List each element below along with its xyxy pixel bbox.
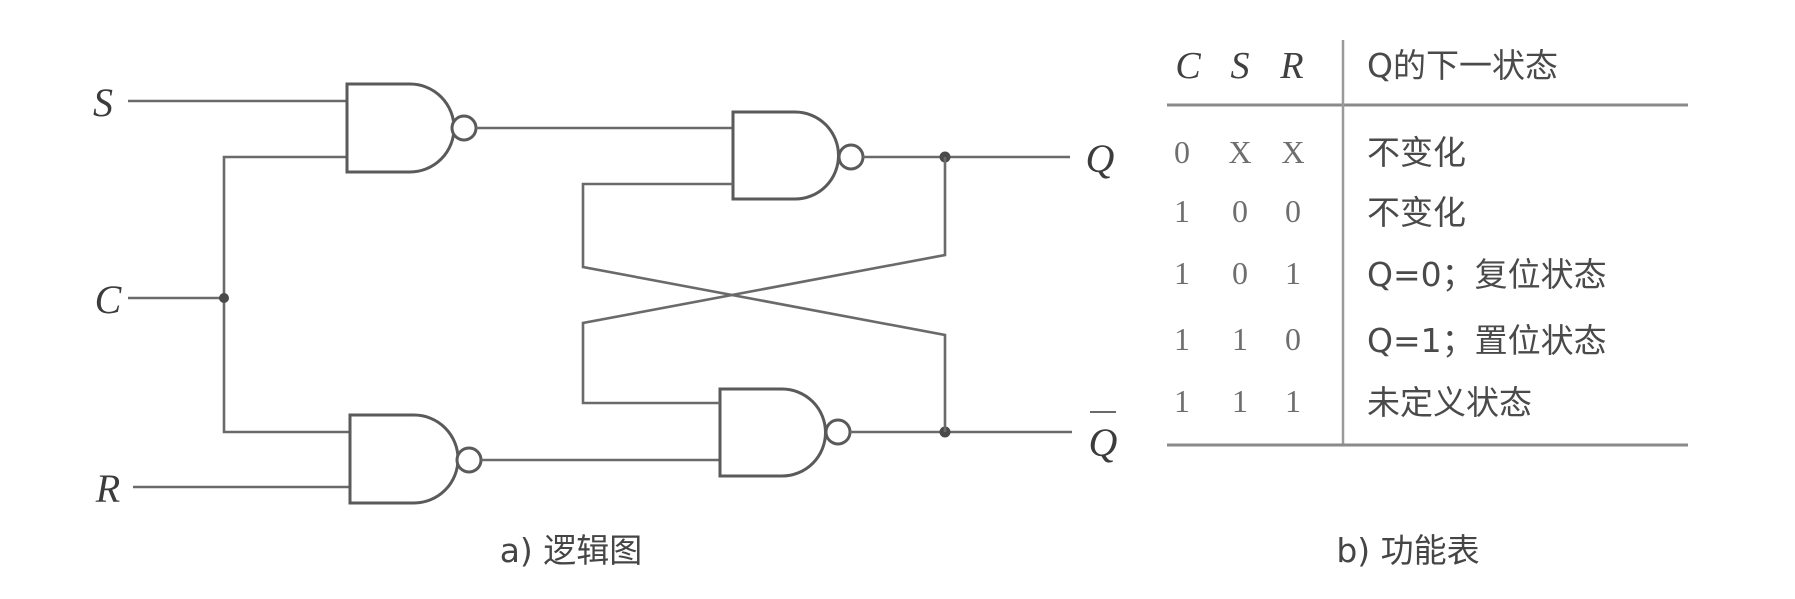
cell-c: 1 bbox=[1174, 321, 1190, 357]
inverter-bubble-icon bbox=[450, 114, 478, 142]
nand-gate-q-bar bbox=[718, 387, 852, 478]
input-label-s: S bbox=[93, 80, 113, 125]
table-row: 0 X X 不变化 bbox=[1174, 133, 1466, 172]
inverter-bubble-icon bbox=[837, 143, 865, 171]
wire-c-distribution bbox=[222, 155, 350, 434]
input-label-c: C bbox=[95, 277, 123, 322]
table-row: 1 1 1 未定义状态 bbox=[1174, 383, 1532, 422]
nand-gate-r bbox=[348, 413, 483, 505]
cell-s: 0 bbox=[1232, 255, 1248, 291]
table-header-s: S bbox=[1231, 45, 1250, 87]
cell-s: 1 bbox=[1232, 321, 1248, 357]
inverter-bubble-icon bbox=[824, 418, 852, 446]
output-label-q-bar: Q bbox=[1089, 420, 1118, 465]
output-label-q: Q bbox=[1086, 136, 1115, 181]
cell-s: X bbox=[1228, 134, 1251, 170]
junction-dot-c bbox=[219, 293, 229, 303]
caption-function-table: b) 功能表 bbox=[1336, 531, 1479, 570]
caption-logic-diagram: a) 逻辑图 bbox=[500, 531, 643, 570]
cell-s: 0 bbox=[1232, 193, 1248, 229]
wire-feedback-q-bar-to-gate2 bbox=[581, 182, 947, 432]
function-table: C S R Q的下一状态 0 X X 不变化 1 0 0 不变化 1 0 1 Q… bbox=[1167, 40, 1688, 570]
table-row: 1 1 0 Q=1；置位状态 bbox=[1174, 321, 1607, 360]
cell-r: 0 bbox=[1285, 321, 1301, 357]
table-row: 1 0 1 Q=0；复位状态 bbox=[1174, 255, 1607, 294]
nand-gate-s bbox=[345, 82, 478, 174]
cell-next-state: 不变化 bbox=[1367, 133, 1466, 172]
table-header-r: R bbox=[1279, 45, 1303, 87]
logic-diagram: S C R bbox=[93, 80, 1118, 570]
cell-c: 1 bbox=[1174, 383, 1190, 419]
wire-feedback-q-to-gate4 bbox=[581, 157, 947, 405]
table-header-c: C bbox=[1175, 45, 1201, 87]
cell-c: 0 bbox=[1174, 134, 1190, 170]
cell-next-state: Q=1；置位状态 bbox=[1367, 321, 1607, 360]
cell-next-state: Q=0；复位状态 bbox=[1367, 255, 1607, 294]
cell-r: 0 bbox=[1285, 193, 1301, 229]
table-header-next-state: Q的下一状态 bbox=[1367, 46, 1558, 85]
nand-gate-q bbox=[731, 110, 865, 201]
cell-next-state: 未定义状态 bbox=[1367, 383, 1532, 422]
table-row: 1 0 0 不变化 bbox=[1174, 193, 1466, 232]
cell-s: 1 bbox=[1232, 383, 1248, 419]
cell-r: 1 bbox=[1285, 255, 1301, 291]
cell-next-state: 不变化 bbox=[1367, 193, 1466, 232]
cell-r: 1 bbox=[1285, 383, 1301, 419]
cell-r: X bbox=[1281, 134, 1304, 170]
cell-c: 1 bbox=[1174, 193, 1190, 229]
input-label-r: R bbox=[95, 466, 120, 511]
cell-c: 1 bbox=[1174, 255, 1190, 291]
inverter-bubble-icon bbox=[455, 446, 483, 474]
